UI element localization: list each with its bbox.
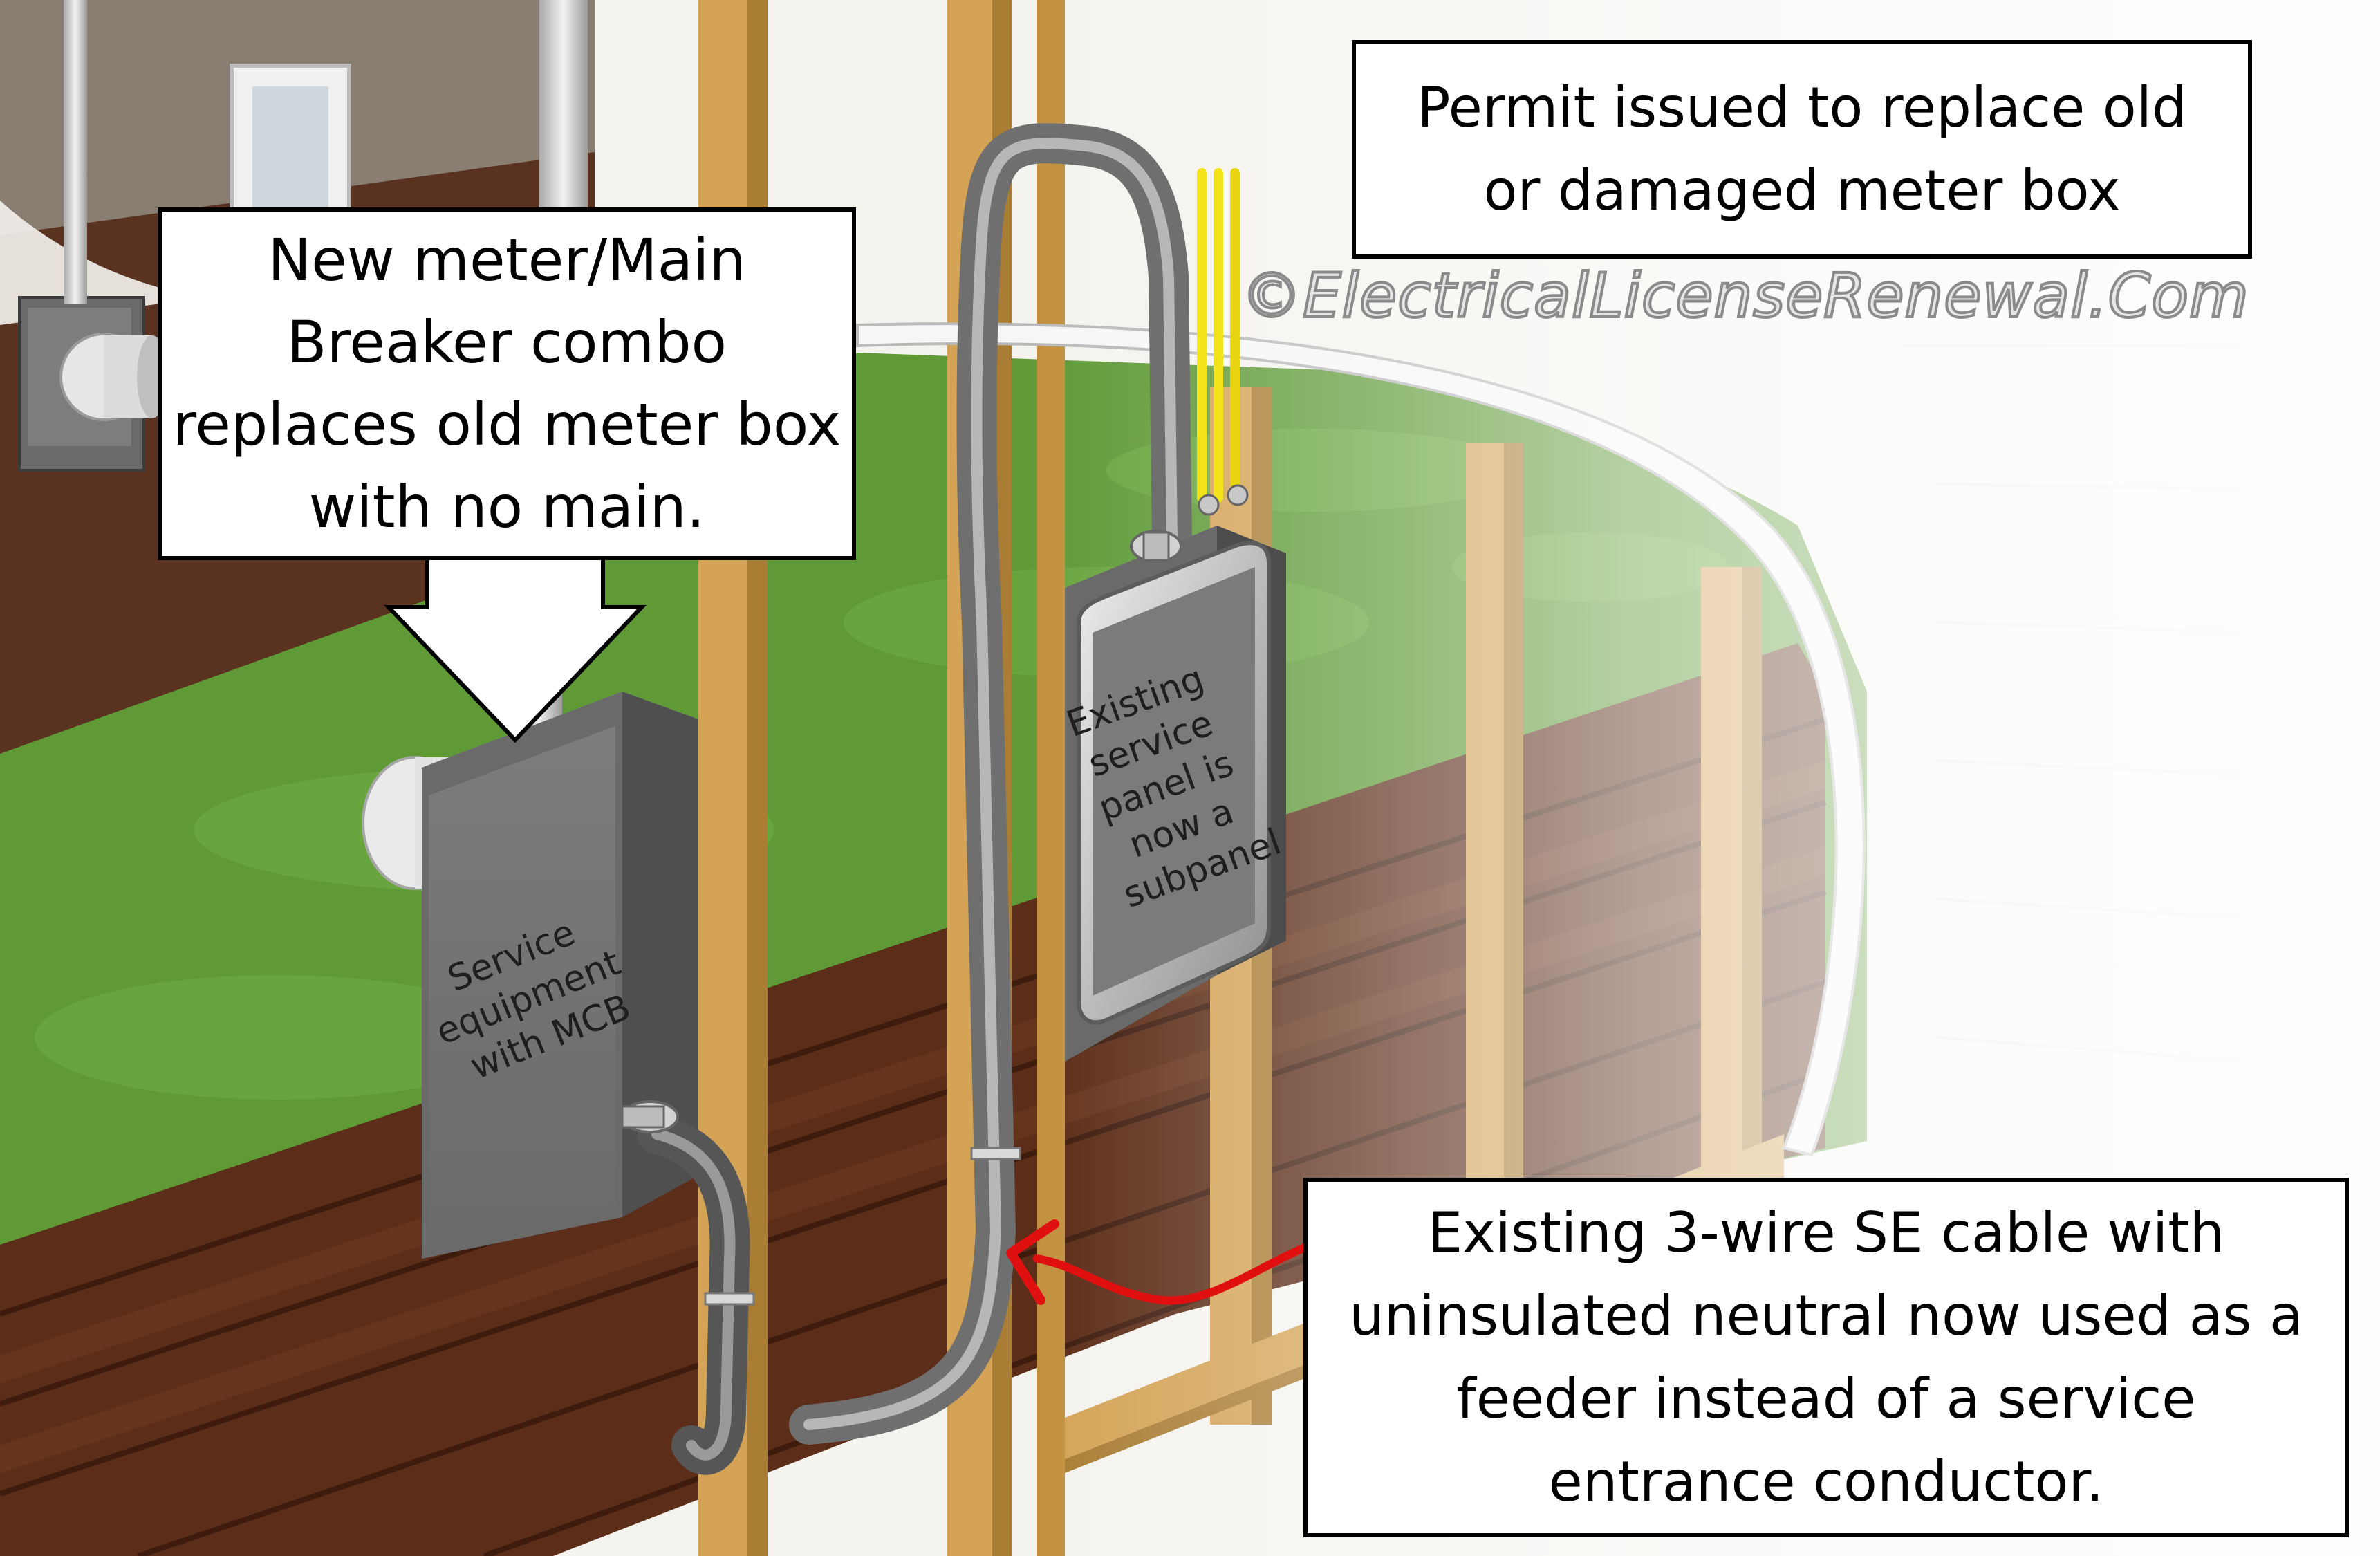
se-cable-callout-line: Existing 3-wire SE cable with [1427, 1201, 2225, 1265]
new-meter-callout-line: with no main. [308, 473, 705, 541]
service-connector-clamp [621, 1100, 679, 1133]
se-cable-callout-line: feeder instead of a service [1456, 1367, 2196, 1431]
permit-callout-line: Permit issued to replace old [1417, 75, 2187, 140]
panel-connector-clamp [1130, 484, 1249, 563]
se-cable-callout: Existing 3-wire SE cable with uninsulate… [1303, 1178, 2349, 1537]
house-window [230, 64, 351, 227]
down-arrow-icon [383, 555, 647, 743]
house-conduit-1 [64, 0, 87, 304]
se-cable-feeder-hl [803, 138, 1178, 1430]
service-equipment-box [422, 692, 698, 1259]
new-meter-callout: New meter/Main Breaker combo replaces ol… [158, 207, 856, 560]
se-cable-callout-line: entrance conductor. [1548, 1450, 2104, 1514]
cable-strap-2 [970, 1147, 1021, 1160]
new-meter-callout-line: replaces old meter box [172, 391, 842, 459]
old-meter-box [18, 296, 167, 472]
existing-panel-label: Existing service panel is now a subpanel [1057, 652, 1286, 916]
se-cable-lower-hl [651, 1129, 736, 1461]
house-corner-curve [0, 201, 207, 325]
house-conduit-2 [539, 0, 588, 207]
cable-strap-1 [704, 1292, 755, 1306]
new-meter-callout-line: New meter/Main [268, 226, 746, 294]
existing-panel-box [1065, 526, 1286, 1062]
se-cable-callout-line: uninsulated neutral now used as a [1349, 1284, 2303, 1348]
yellow-conductors [1197, 168, 1240, 503]
permit-callout-line: or damaged meter box [1483, 158, 2121, 223]
new-meter-callout-line: Breaker combo [286, 308, 727, 376]
watermark: ©ElectricalLicenseRenewal.Com [1240, 259, 2250, 333]
permit-callout: Permit issued to replace old or damaged … [1352, 40, 2252, 259]
